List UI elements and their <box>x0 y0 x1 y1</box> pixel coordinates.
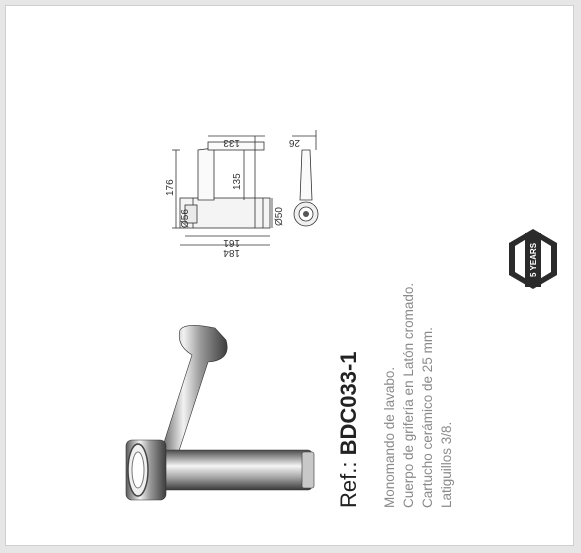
warranty-badge: 5 YEARS <box>509 229 557 289</box>
dim-56: Ø56 <box>180 209 191 228</box>
product-reference: Ref.: BDC033-1 <box>336 351 362 508</box>
description-line: Latiguillos 3/8. <box>439 421 454 508</box>
dim-135: 135 <box>232 173 243 190</box>
dim-133: 133 <box>223 137 240 148</box>
dim-26: 26 <box>288 137 300 148</box>
dim-176: 176 <box>165 179 176 196</box>
badge-label: 5 YEARS <box>529 242 538 277</box>
description-line: Cartucho cerámico de 25 mm. <box>420 327 435 508</box>
dim-161: 161 <box>223 237 240 248</box>
ref-code: BDC033-1 <box>336 351 361 456</box>
dim-184: 184 <box>223 247 240 258</box>
dim-50: Ø50 <box>274 207 285 226</box>
ref-prefix: Ref.: <box>336 461 361 508</box>
description-line: Cuerpo de grifería en Latón cromado. <box>401 282 416 508</box>
product-description: Monomando de lavabo. Cuerpo de grifería … <box>380 283 456 508</box>
description-line: Monomando de lavabo. <box>382 366 397 508</box>
